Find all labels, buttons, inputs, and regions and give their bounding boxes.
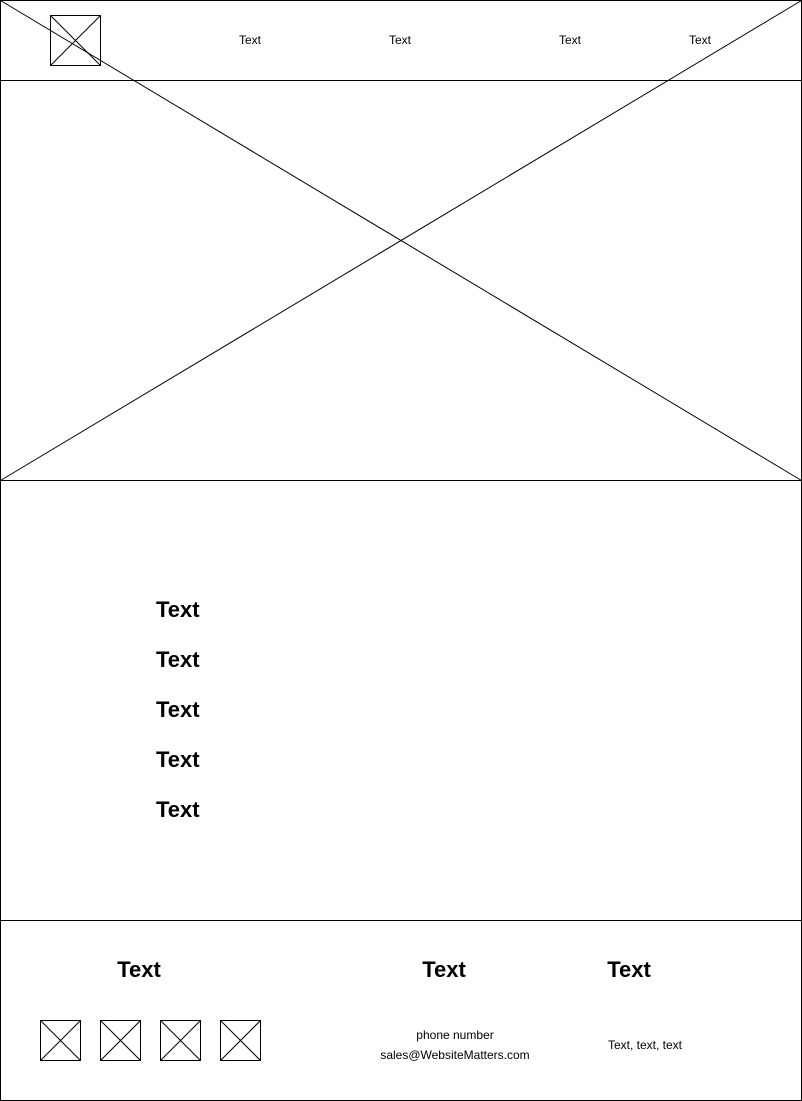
content-item-5: Text: [156, 797, 200, 822]
contact-phone: phone number: [416, 1028, 494, 1042]
footer-contact-heading: Text: [422, 957, 466, 982]
footer: [0, 920, 802, 1101]
nav-link-3[interactable]: Text: [558, 33, 582, 47]
main-content: [0, 480, 802, 921]
nav-link-1[interactable]: Text: [238, 33, 262, 47]
footer-social-heading: Text: [117, 957, 161, 982]
content-item-1: Text: [156, 597, 200, 622]
social-image-placeholder-icon-4[interactable]: [220, 1020, 261, 1061]
hero-banner: [0, 80, 802, 481]
footer-third-text: Text, text, text: [607, 1038, 683, 1052]
social-image-placeholder-icon-1[interactable]: [40, 1020, 81, 1061]
social-image-placeholder-icon-3[interactable]: [160, 1020, 201, 1061]
contact-email-link[interactable]: sales@WebsiteMatters.com: [380, 1048, 530, 1062]
nav-link-2[interactable]: Text: [388, 33, 412, 47]
footer-third-heading: Text: [607, 957, 651, 982]
nav-link-4[interactable]: Text: [688, 33, 712, 47]
logo-image-placeholder-icon[interactable]: [50, 15, 101, 66]
social-image-placeholder-icon-2[interactable]: [100, 1020, 141, 1061]
content-item-3: Text: [156, 697, 200, 722]
content-item-2: Text: [156, 647, 200, 672]
content-item-4: Text: [156, 747, 200, 772]
